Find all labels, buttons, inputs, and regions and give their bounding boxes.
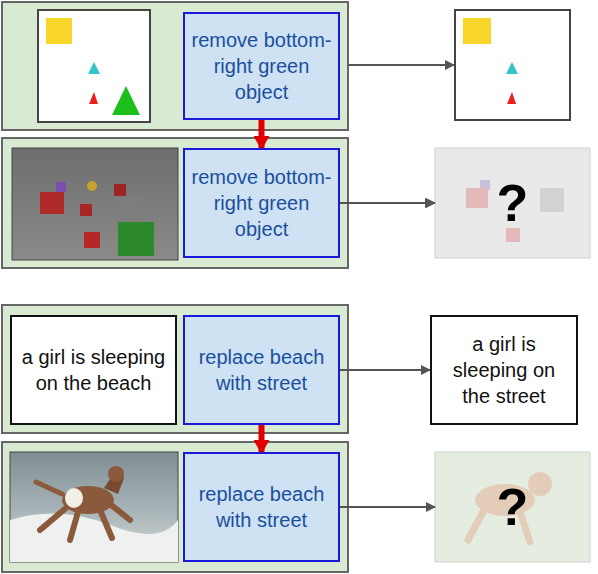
unknown-output: ? — [435, 148, 590, 258]
node-text: ? — [497, 173, 529, 233]
instruction-box: remove bottom-right green object — [183, 12, 340, 120]
output-arrow — [340, 506, 435, 508]
node-text: a girl is sleeping on the beach — [18, 344, 169, 396]
transfer-arrow — [259, 425, 265, 452]
instruction-box: replace beach with street — [183, 315, 340, 425]
text-box: a girl is sleeping on the street — [430, 315, 578, 425]
text-box: a girl is sleeping on the beach — [10, 315, 177, 425]
output-arrow — [340, 369, 430, 371]
unknown-output: ? — [435, 452, 590, 562]
instruction-box: replace beach with street — [183, 452, 340, 562]
instruction-box: remove bottom-right green object — [183, 148, 340, 258]
output-arrow — [340, 202, 435, 204]
node-text: replace beach with street — [191, 344, 332, 396]
node-text: a girl is sleeping on the street — [438, 331, 570, 409]
transfer-arrow — [259, 120, 265, 148]
node-text: ? — [497, 477, 529, 537]
node-text: remove bottom-right green object — [191, 27, 332, 105]
node-text: replace beach with street — [191, 481, 332, 533]
node-text: remove bottom-right green object — [191, 164, 332, 242]
